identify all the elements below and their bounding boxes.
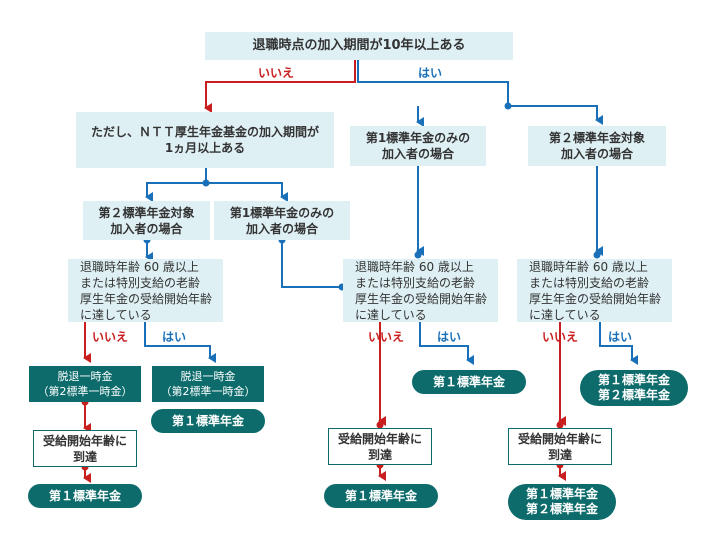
- reach-age-left: 受給開始年齢に 到達: [33, 430, 137, 467]
- first-pension-under-lump: 第１標準年金: [151, 409, 265, 433]
- age-question-right: 退職時年齢 60 歳以上 または特別支給の老齢 厚生年金の受給開始年齢 に達して…: [517, 259, 672, 322]
- no-label-right: いいえ: [542, 330, 579, 344]
- yes-label-left: はい: [162, 330, 187, 344]
- yes-label-top: はい: [418, 66, 443, 80]
- first-pension-middle-yes: 第１標準年金: [412, 370, 526, 394]
- lump-sum-left: 脱退一時金 （第2標準一時金）: [29, 366, 141, 402]
- junction-dot: [202, 179, 210, 187]
- reach-age-middle: 受給開始年齢に 到達: [328, 428, 432, 465]
- first-second-pension-right-bottom: 第１標準年金 第２標準年金: [508, 484, 616, 520]
- left-second-target-insured: 第２標準年金対象 加入者の場合: [83, 201, 210, 240]
- second-target-insured: 第２標準年金対象 加入者の場合: [528, 126, 666, 166]
- no-label-middle: いいえ: [368, 330, 405, 344]
- reach-age-right: 受給開始年齢に 到達: [508, 428, 612, 465]
- age-question-left: 退職時年齢 60 歳以上 または特別支給の老齢 厚生年金の受給開始年齢 に達して…: [68, 259, 223, 322]
- left-only-first-insured: 第1標準年金のみの 加入者の場合: [214, 201, 350, 240]
- first-pension-middle-bottom: 第１標準年金: [324, 484, 438, 508]
- ntt-question: ただし、ＮＴＴ厚生年金基金の加入期間が 1ヵ月以上ある: [76, 112, 334, 168]
- top-question: 退職時点の加入期間が10年以上ある: [205, 32, 513, 60]
- no-label-top: いいえ: [258, 66, 295, 80]
- junction-dot: [414, 251, 422, 259]
- lump-sum-right: 脱退一時金 （第2標準一時金）: [152, 366, 264, 402]
- first-second-pension-right-yes: 第１標準年金 第２標準年金: [580, 370, 688, 406]
- junction-dot: [593, 251, 601, 259]
- junction-dot: [504, 102, 512, 110]
- first-pension-left-bottom: 第１標準年金: [28, 484, 142, 508]
- yes-arrow-top: [357, 60, 598, 122]
- no-label-left: いいえ: [92, 330, 129, 344]
- no-arrow-top: [204, 60, 356, 113]
- yes-label-middle: はい: [437, 330, 462, 344]
- junction-dot: [556, 421, 564, 429]
- yes-label-right: はい: [608, 330, 633, 344]
- age-question-middle: 退職時年齢 60 歳以上 または特別支給の老齢 厚生年金の受給開始年齢 に達して…: [343, 259, 498, 322]
- only-first-insured: 第1標準年金のみの 加入者の場合: [350, 126, 486, 166]
- junction-dot: [376, 421, 384, 429]
